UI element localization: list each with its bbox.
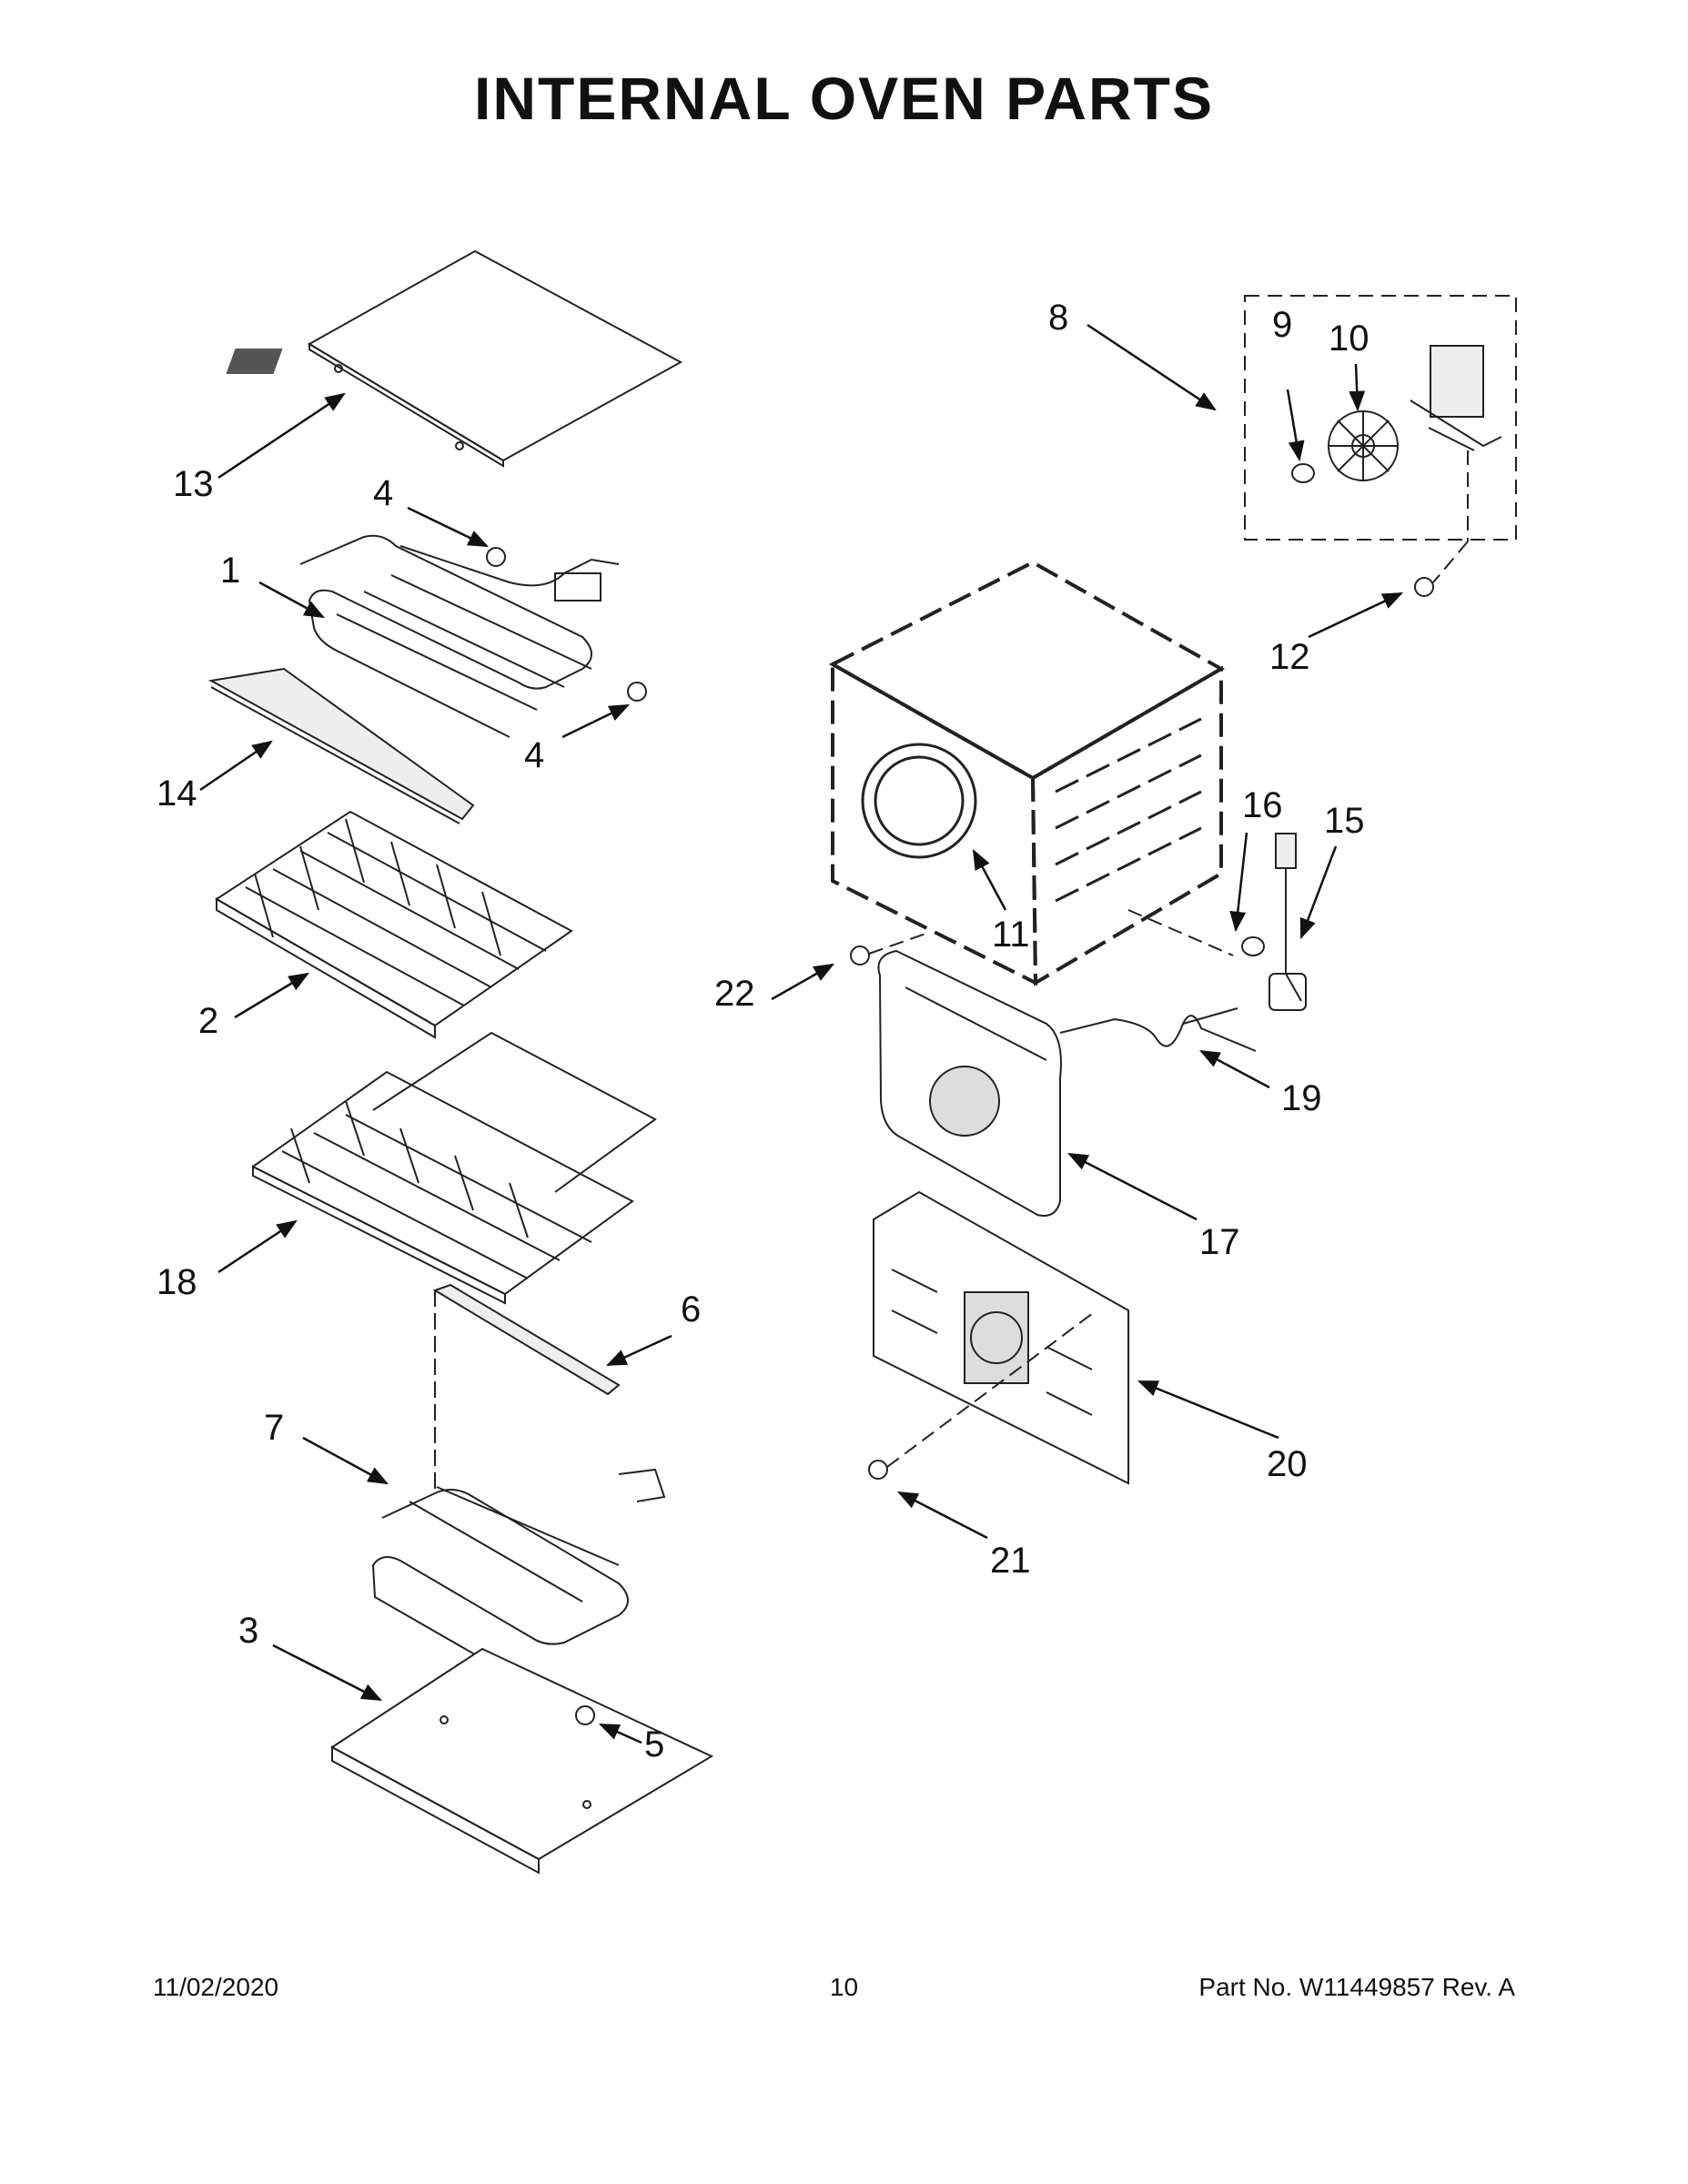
rail-part [207,667,475,824]
temperature-sensor-part [1241,833,1307,1011]
callout-4-upper: 4 [373,473,393,513]
callout-5: 5 [644,1724,664,1764]
callout-3: 3 [238,1611,258,1651]
callout-13: 13 [173,464,214,504]
callout-10: 10 [1329,318,1370,359]
callout-18: 18 [157,1262,197,1302]
callout-22: 22 [714,974,755,1014]
page-title: INTERNAL OVEN PARTS [474,65,1214,132]
roll-out-rack-part [251,1031,657,1305]
bake-element-part [371,1283,666,1675]
broil-element-part [299,534,620,738]
callout-15: 15 [1324,801,1365,841]
screw-parts [486,547,1434,1725]
back-panel-part [873,1190,1129,1485]
footer-part-number: Part No. W11449857 Rev. A [1198,1973,1515,2001]
callout-1: 1 [220,551,240,591]
footer-page-number: 10 [829,1973,859,2001]
callout-7: 7 [264,1408,284,1448]
callout-4-lower: 4 [524,735,544,775]
callout-16: 16 [1242,785,1283,825]
callout-21: 21 [990,1541,1031,1581]
callout-8: 8 [1048,298,1068,338]
callout-20: 20 [1267,1444,1308,1484]
callout-2: 2 [198,1001,218,1041]
convection-cover-part [877,949,1062,1217]
footer-date: 11/02/2020 [153,1973,279,2001]
callout-14: 14 [157,774,197,814]
callout-9: 9 [1272,305,1292,345]
oven-rack-part [215,810,573,1039]
callout-12: 12 [1269,637,1310,677]
callout-19: 19 [1281,1078,1322,1118]
callout-11: 11 [992,915,1030,955]
callout-6: 6 [681,1289,701,1330]
oven-cavity-part [828,560,1226,986]
callout-17: 17 [1199,1222,1240,1262]
top-panel-part [226,249,683,468]
convection-fan-assembly-part [1244,295,1517,541]
bottom-panel-part [330,1647,714,1875]
probe-part [1059,1007,1257,1052]
